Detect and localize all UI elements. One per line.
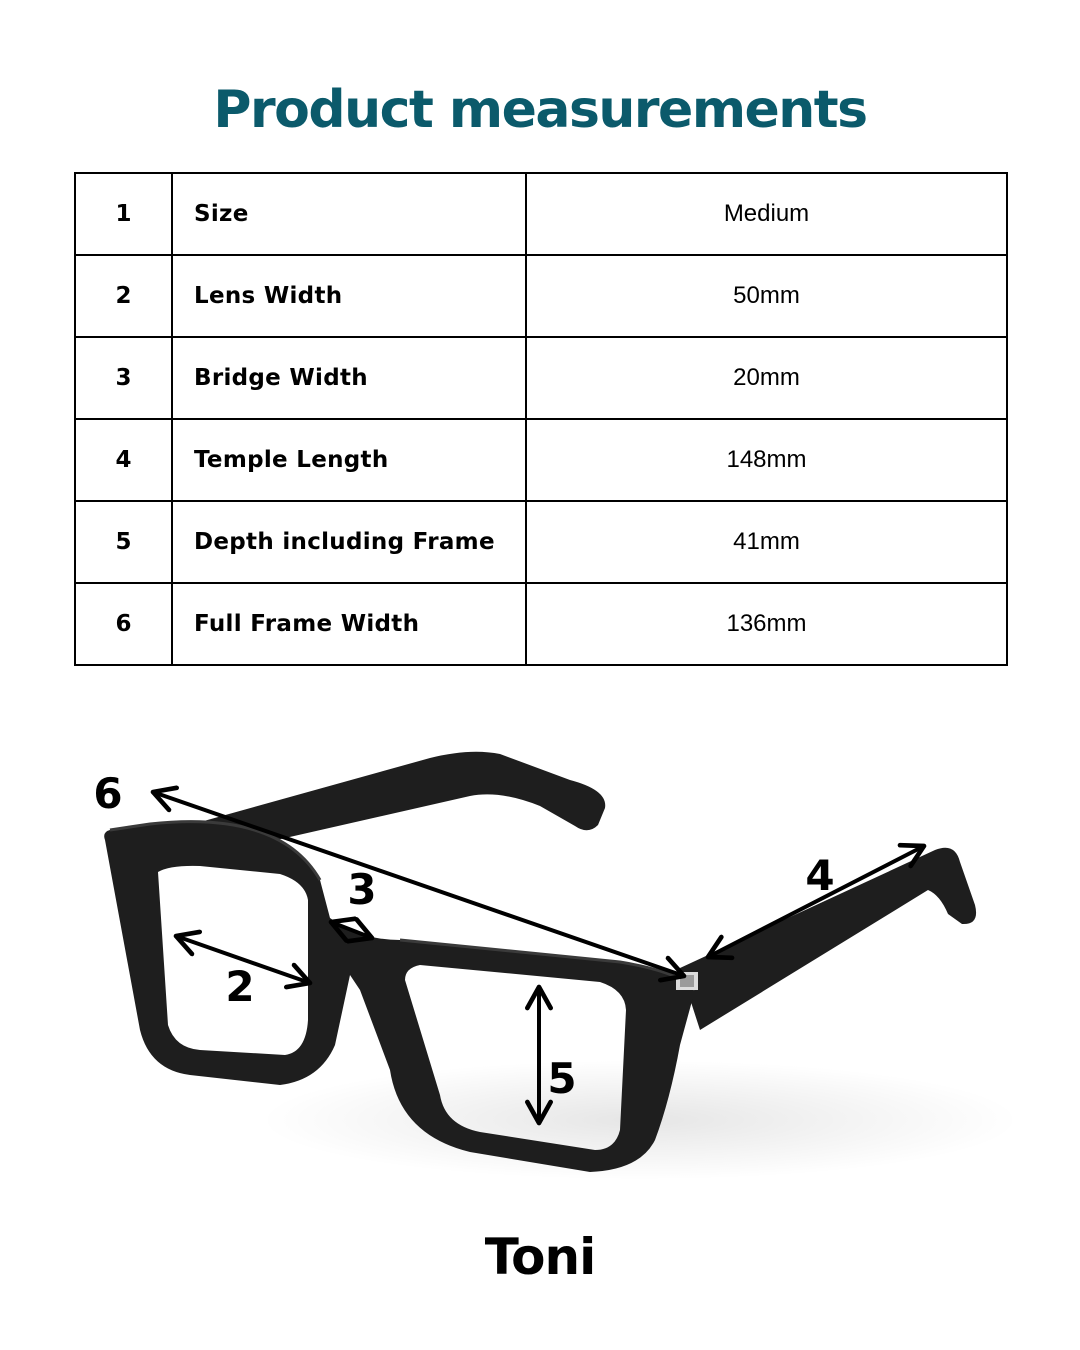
- row-label: Temple Length: [171, 418, 527, 502]
- row-number: 1: [74, 172, 173, 256]
- arrow-bridge-width: [328, 916, 375, 944]
- row-value: 50mm: [525, 254, 1008, 338]
- row-label: Size: [171, 172, 527, 256]
- marker-label-4: 4: [805, 851, 834, 900]
- row-label: Lens Width: [171, 254, 527, 338]
- row-value: 41mm: [525, 500, 1008, 584]
- arrow-temple-length: [705, 842, 927, 961]
- table-row: 6 Full Frame Width 136mm: [74, 582, 1008, 666]
- table-row: 2 Lens Width 50mm: [74, 254, 1008, 338]
- arrow-lens-width: [173, 929, 313, 990]
- row-label: Full Frame Width: [171, 582, 527, 666]
- measurement-arrows: [150, 785, 927, 1126]
- model-name: Toni: [484, 1228, 597, 1286]
- marker-label-5: 5: [547, 1054, 576, 1103]
- row-label: Bridge Width: [171, 336, 527, 420]
- glasses-diagram: 6 3 2 4 5: [93, 751, 1020, 1180]
- row-value: 136mm: [525, 582, 1008, 666]
- table-row: 5 Depth including Frame 41mm: [74, 500, 1008, 584]
- table-row: 3 Bridge Width 20mm: [74, 336, 1008, 420]
- row-value: Medium: [525, 172, 1008, 256]
- row-number: 6: [74, 582, 173, 666]
- row-value: 148mm: [525, 418, 1008, 502]
- row-number: 3: [74, 336, 173, 420]
- marker-label-3: 3: [347, 865, 376, 914]
- measurements-table: 1 Size Medium 2 Lens Width 50mm 3 Bridge…: [74, 172, 1008, 666]
- row-value: 20mm: [525, 336, 1008, 420]
- marker-label-6: 6: [93, 769, 122, 818]
- row-number: 2: [74, 254, 173, 338]
- row-number: 4: [74, 418, 173, 502]
- arrow-full-frame-width: [150, 785, 687, 983]
- row-number: 5: [74, 500, 173, 584]
- table-row: 1 Size Medium: [74, 172, 1008, 256]
- row-label: Depth including Frame: [171, 500, 527, 584]
- page-title: Product measurements: [213, 80, 868, 140]
- marker-label-2: 2: [225, 962, 254, 1011]
- table-row: 4 Temple Length 148mm: [74, 418, 1008, 502]
